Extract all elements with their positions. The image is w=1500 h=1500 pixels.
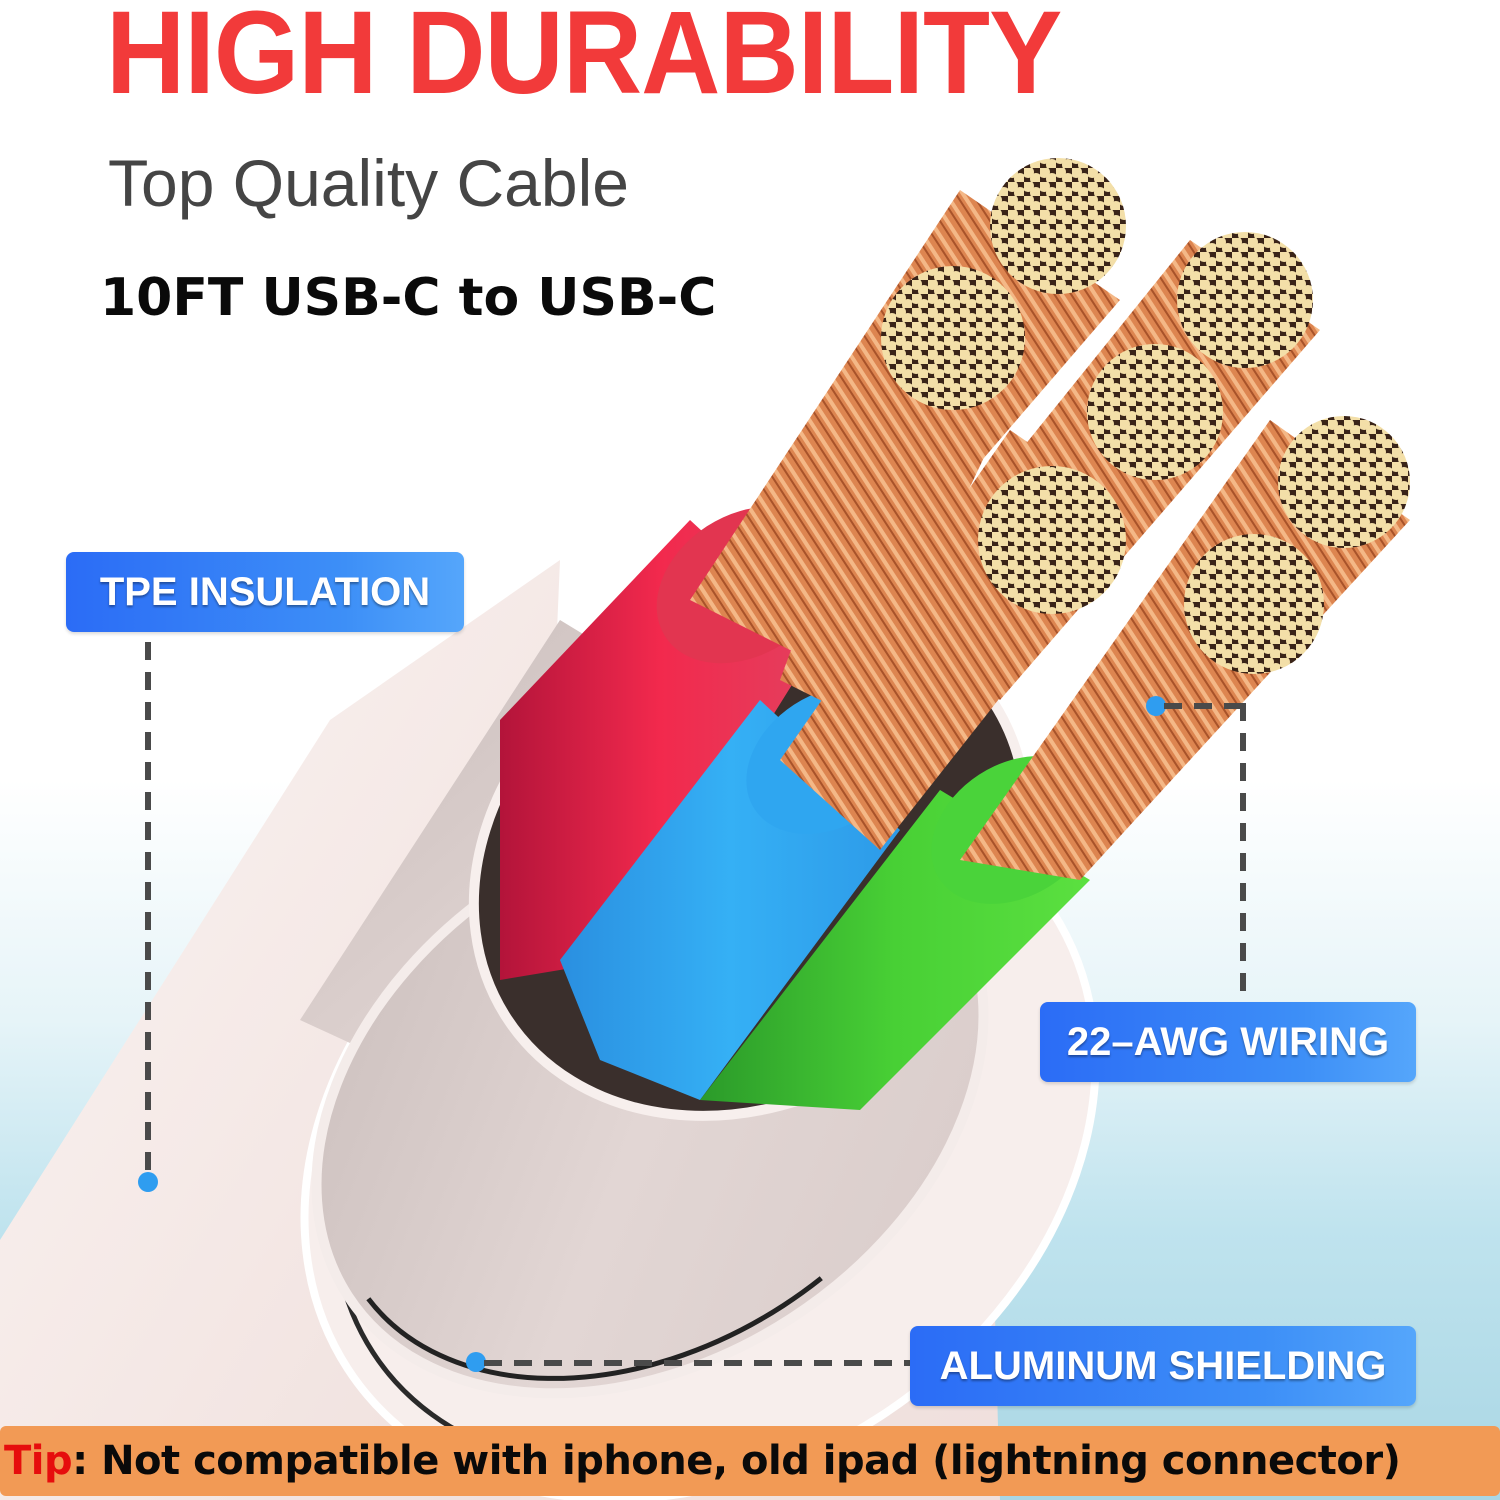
- pointer-dot-awg: [1146, 696, 1166, 716]
- callout-label: TPE INSULATION: [99, 569, 431, 614]
- callout-label: ALUMINUM SHIELDING: [939, 1343, 1387, 1388]
- product-title: 10FT USB-C to USB-C: [100, 268, 717, 328]
- pointer-dot-tpe: [138, 1172, 158, 1192]
- leader-line-shielding: [484, 1360, 910, 1366]
- callout-aluminum-shielding: ALUMINUM SHIELDING: [910, 1326, 1416, 1406]
- callout-label: 22–AWG WIRING: [1066, 1019, 1390, 1064]
- pointer-dot-shielding: [466, 1352, 486, 1372]
- tip-text: : Not compatible with iphone, old ipad (…: [72, 1438, 1401, 1484]
- callout-tpe-insulation: TPE INSULATION: [66, 552, 464, 632]
- tip-key: Tip: [4, 1438, 73, 1484]
- leader-line-tpe: [145, 642, 151, 1172]
- headline: HIGH DURABILITY: [106, 0, 1062, 119]
- tip-banner: Tip: Not compatible with iphone, old ipa…: [0, 1426, 1500, 1496]
- subtitle: Top Quality Cable: [108, 146, 629, 220]
- leader-line-awg-vertical: [1240, 703, 1246, 1001]
- callout-awg-wiring: 22–AWG WIRING: [1040, 1002, 1416, 1082]
- leader-line-awg-horizontal: [1164, 703, 1244, 709]
